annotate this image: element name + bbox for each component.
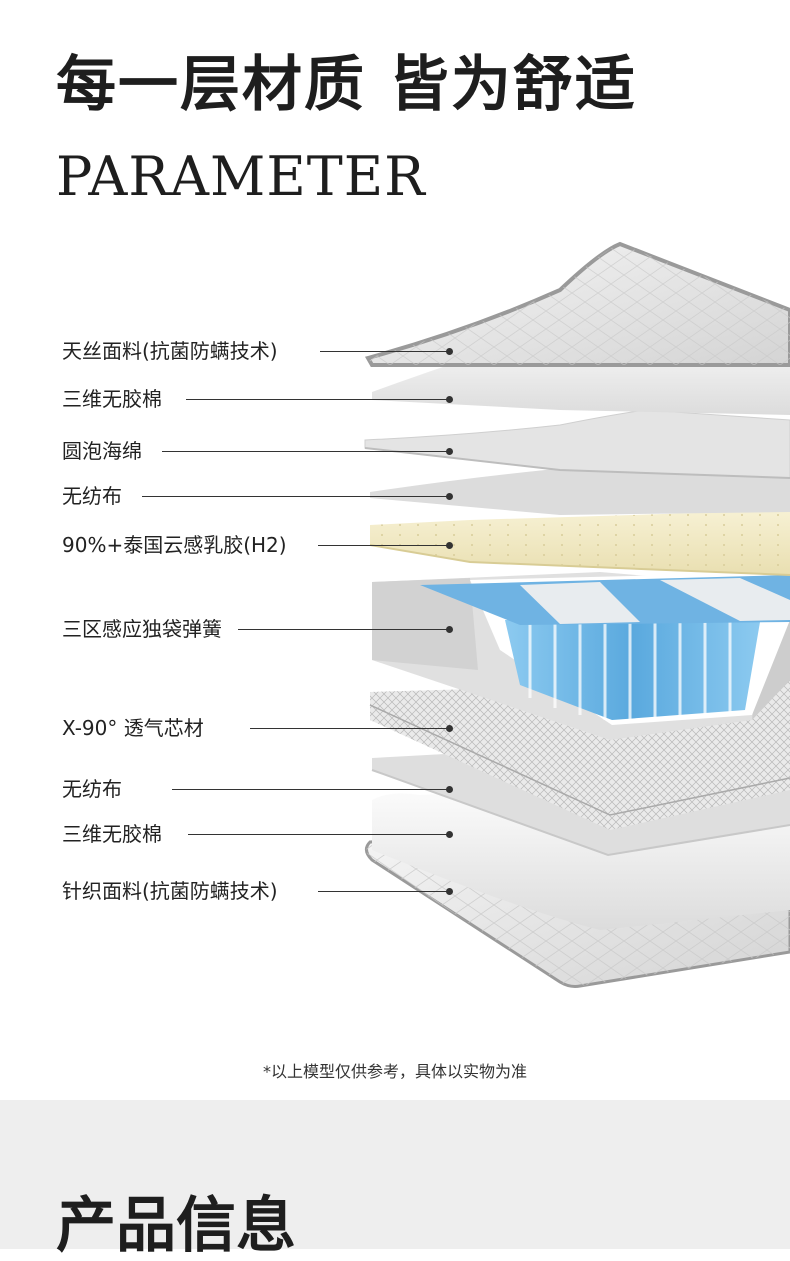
leader-line — [318, 891, 450, 892]
layer-label-round-foam: 圆泡海绵 — [62, 439, 142, 463]
disclaimer-note: *以上模型仅供参考，具体以实物为准 — [262, 1062, 527, 1081]
layer-label-breathable-core: X-90° 透气芯材 — [62, 716, 204, 740]
page-title: 每一层材质 皆为舒适 — [56, 50, 637, 120]
leader-line — [162, 451, 450, 452]
product-info-section — [0, 1100, 790, 1249]
leader-dot — [446, 396, 453, 403]
page-subtitle: PARAMETER — [56, 145, 426, 208]
layer-label-latex: 90%+泰国云感乳胶(H2) — [62, 533, 287, 557]
leader-dot — [446, 626, 453, 633]
leader-line — [250, 728, 450, 729]
leader-dot — [446, 448, 453, 455]
layer-label-tencel-fabric: 天丝面料(抗菌防螨技术) — [62, 339, 278, 363]
leader-dot — [446, 542, 453, 549]
mattress-layers-illustration — [364, 241, 790, 988]
leader-line — [142, 496, 450, 497]
leader-dot — [446, 348, 453, 355]
layer-label-nonwoven-bottom: 无纺布 — [62, 777, 122, 801]
layer-label-nonwoven-top: 无纺布 — [62, 484, 122, 508]
layer-label-3d-cotton-bottom: 三维无胶棉 — [62, 822, 162, 846]
leader-line — [172, 789, 450, 790]
layer-pocket-springs — [372, 572, 790, 740]
layer-thai-latex — [369, 510, 790, 576]
leader-dot — [446, 888, 453, 895]
layer-tencel-fabric — [364, 241, 790, 367]
leader-dot — [446, 831, 453, 838]
leader-dot — [446, 493, 453, 500]
layer-label-knit-fabric: 针织面料(抗菌防螨技术) — [62, 879, 278, 903]
leader-dot — [446, 725, 453, 732]
layer-label-pocket-springs: 三区感应独袋弹簧 — [62, 617, 222, 641]
leader-line — [238, 629, 450, 630]
layer-label-3d-cotton-top: 三维无胶棉 — [62, 387, 162, 411]
layer-round-foam — [364, 409, 790, 479]
leader-line — [320, 351, 450, 352]
leader-line — [318, 545, 450, 546]
leader-dot — [446, 786, 453, 793]
section-title-product-info: 产品信息 — [56, 1191, 296, 1261]
leader-line — [186, 399, 450, 400]
leader-line — [188, 834, 450, 835]
